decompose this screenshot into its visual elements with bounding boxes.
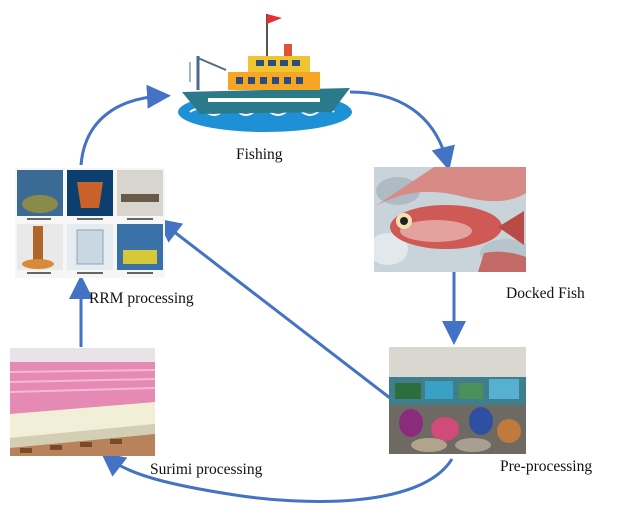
- rrm-samples-photo: [15, 168, 165, 278]
- surimi-processing-label: Surimi processing: [150, 461, 263, 478]
- docked-fish-photo: [374, 167, 526, 272]
- arrow-fishing-to-docked-fish: [349, 90, 455, 171]
- arrow-pre-processing-to-surimi: [100, 452, 454, 503]
- fish-market-photo: [389, 347, 526, 454]
- arrow-rrm-to-fishing: [79, 84, 171, 166]
- fishing-label: Fishing: [236, 146, 283, 163]
- surimi-blocks-photo: [10, 348, 155, 456]
- rrm-processing-label: RRM processing: [89, 290, 194, 307]
- fishing-boat-icon: [178, 14, 352, 132]
- arrow-pre-processing-to-rrm: [156, 218, 391, 400]
- pre-processing-label: Pre-processing: [500, 458, 593, 475]
- docked-fish-label: Docked Fish: [506, 285, 585, 302]
